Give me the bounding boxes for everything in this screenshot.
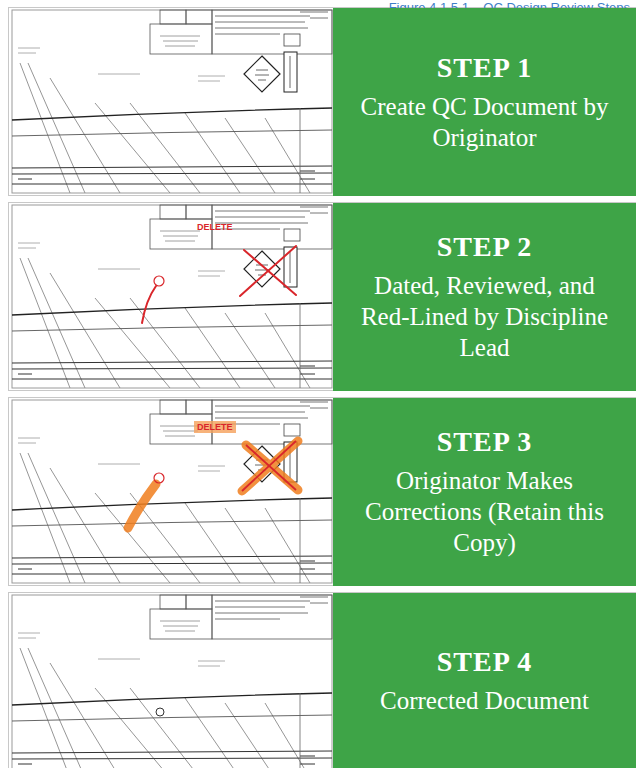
step-panel: STEP 1 Create QC Document by Originator xyxy=(333,8,636,196)
step-description: Create QC Document by Originator xyxy=(360,91,610,154)
step-description: Corrected Document xyxy=(380,685,589,716)
redline-note: DELETE xyxy=(197,222,233,232)
step-panel: STEP 3 Originator Makes Corrections (Reta… xyxy=(333,398,636,586)
step-panel: STEP 2 Dated, Reviewed, and Red-Lined by … xyxy=(333,203,636,391)
step-panel: STEP 4 Corrected Document xyxy=(333,593,636,768)
step-heading: STEP 3 xyxy=(437,425,532,459)
redline-note: DELETE xyxy=(197,422,233,432)
step-description: Originator Makes Corrections (Retain thi… xyxy=(360,465,610,559)
step-description: Dated, Reviewed, and Red-Lined by Discip… xyxy=(360,270,610,364)
step-heading: STEP 1 xyxy=(437,51,532,85)
step-heading: STEP 4 xyxy=(437,645,532,679)
step-heading: STEP 2 xyxy=(437,230,532,264)
